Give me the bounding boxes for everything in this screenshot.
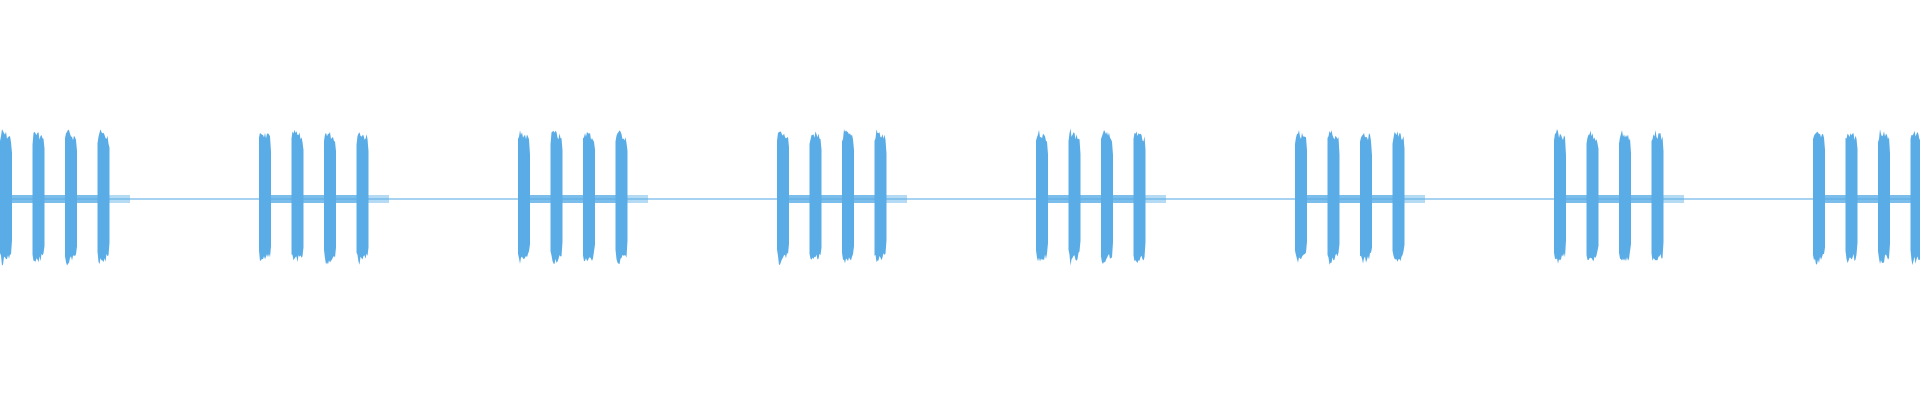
burst-group — [518, 130, 648, 265]
waveform-tail — [109, 195, 130, 203]
waveform-tail — [336, 195, 357, 203]
waveform-tail — [1566, 195, 1587, 203]
waveform-pulse — [97, 129, 110, 265]
waveform-tail — [1404, 195, 1425, 203]
waveform-pulse — [1651, 130, 1664, 261]
waveform-tail — [562, 195, 583, 203]
waveform-pulse — [550, 130, 563, 264]
waveform-pulse — [324, 132, 336, 265]
waveform-tail — [77, 195, 98, 203]
waveform-tail — [1307, 195, 1328, 203]
burst-group — [1295, 130, 1425, 265]
waveform-pulse — [1813, 131, 1825, 265]
waveform-tail — [627, 195, 648, 203]
waveform-pulse — [1360, 132, 1372, 264]
waveform-tail — [12, 195, 33, 203]
burst-group — [1036, 128, 1166, 266]
waveform-tail — [886, 195, 907, 203]
waveform-pulse — [1845, 133, 1858, 263]
waveform-tail — [595, 195, 616, 203]
waveform-pulse — [518, 130, 530, 264]
waveform-tail — [1372, 195, 1393, 203]
waveform-pulse — [874, 129, 887, 263]
burst-group — [259, 129, 389, 265]
waveform-pulse — [1586, 130, 1599, 262]
waveform-pulse — [1910, 130, 1920, 266]
waveform-tail — [1339, 195, 1360, 203]
burst-group — [777, 129, 907, 265]
burst-group — [1554, 129, 1684, 264]
waveform-pulse — [1554, 129, 1566, 264]
waveform-pulse — [1392, 131, 1405, 262]
waveform-tail — [1890, 195, 1911, 203]
waveform-pulse — [1068, 128, 1081, 266]
waveform-pulse — [1295, 130, 1307, 263]
waveform-pulse — [777, 131, 789, 265]
waveform-tail — [368, 195, 389, 203]
waveform-tail — [1048, 195, 1069, 203]
waveform-pulse — [615, 130, 628, 265]
burst-group — [1813, 129, 1920, 266]
waveform-tail — [1631, 195, 1652, 203]
waveform-pulse — [0, 129, 12, 266]
waveform-tail — [1113, 195, 1134, 203]
waveform-pulse — [259, 132, 271, 262]
waveform-tail — [1598, 195, 1619, 203]
waveform-tail — [821, 195, 842, 203]
waveform-tail — [44, 195, 65, 203]
waveform-pulse — [32, 131, 45, 263]
waveform-tail — [1145, 195, 1166, 203]
waveform-pulse — [1133, 131, 1146, 263]
waveform-pulse — [1327, 130, 1340, 265]
waveform-tail — [271, 195, 292, 203]
waveform-tail — [1663, 195, 1684, 203]
waveform-tail — [530, 195, 551, 203]
waveform-pulse — [583, 131, 595, 262]
waveform-pulse — [291, 129, 304, 263]
waveform-tail — [854, 195, 875, 203]
waveform-pulse — [1101, 130, 1113, 264]
waveform-tail — [1857, 195, 1878, 203]
waveform-pulse — [356, 132, 369, 265]
waveform-pulse — [65, 129, 77, 266]
burst-group — [0, 129, 130, 266]
waveform-pulse — [809, 131, 822, 260]
waveform-tail — [303, 195, 324, 203]
waveform-pulse — [1878, 129, 1890, 264]
waveform-tail — [1080, 195, 1101, 203]
waveform-tail — [1825, 195, 1846, 203]
waveform-pulse — [1036, 129, 1048, 262]
waveform-pulse — [842, 129, 854, 264]
waveform-tail — [789, 195, 810, 203]
waveform-pulse — [1619, 130, 1631, 262]
